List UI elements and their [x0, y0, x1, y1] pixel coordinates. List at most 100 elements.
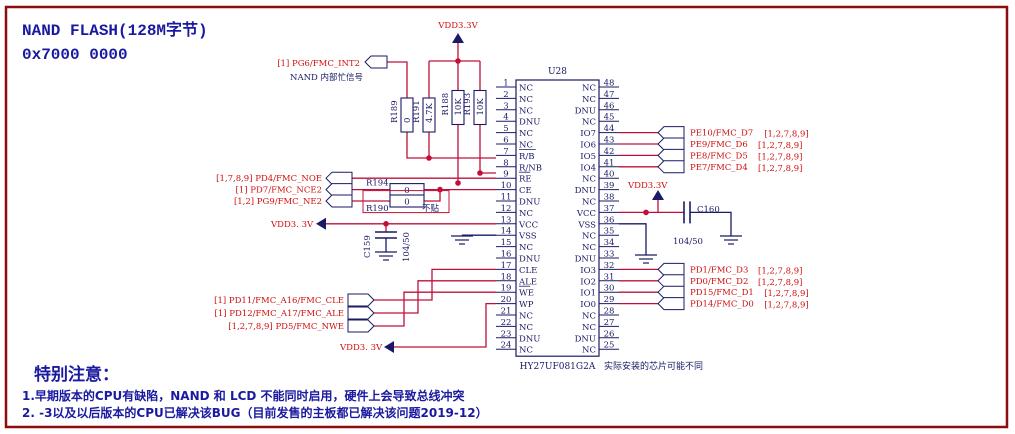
pin-number: 31: [604, 272, 615, 282]
chip-note: 实际安装的芯片可能不同: [604, 360, 703, 372]
left-signal-label: [1] PD12/FMC_A17/FMC_ALE: [215, 309, 344, 319]
pin-name: NC: [519, 106, 533, 116]
pin-number: 3: [503, 101, 508, 111]
port-pd12: [347, 306, 375, 320]
pin-number: 48: [604, 79, 615, 89]
pin-name: NC: [582, 118, 596, 128]
sheet-border: [4, 5, 1009, 429]
pin-name: IO6: [580, 141, 596, 151]
junction-dot: [477, 170, 483, 176]
pin-name: NC: [582, 312, 596, 322]
right-signal-ref: [1,2,7,8,9]: [758, 141, 802, 151]
chip-part: HY27UF081G2A: [520, 362, 596, 372]
pin-number: 12: [501, 204, 512, 214]
pin-name: NC: [582, 95, 596, 105]
pin-number: 19: [501, 284, 512, 294]
right-signal-name: PD1/FMC_D3: [690, 265, 748, 275]
notes-heading: 特别注意：: [34, 365, 119, 385]
left-signal-label: [1,2] PG9/FMC_NE2: [234, 197, 322, 207]
pin-name: NC: [519, 129, 533, 139]
note-line-2: 2. -3以及以后版本的CPU已解决该BUG（目前发售的主板都已解决该问题201…: [22, 406, 488, 420]
resistor-r193: [473, 89, 487, 126]
pin-name: DNU: [519, 118, 540, 128]
right-signal-name: PD0/FMC_D2: [690, 277, 748, 287]
pin-name: VSS: [518, 232, 537, 242]
pin-number: 28: [604, 307, 615, 317]
port-data: [657, 285, 685, 299]
pin-name: VCC: [518, 220, 538, 230]
pin-name: VCC: [576, 209, 596, 219]
pin-name: R/NB: [519, 163, 542, 173]
pin-number: 40: [604, 170, 615, 180]
pin-name: IO5: [580, 152, 596, 162]
pin-name: IO3: [580, 266, 596, 276]
junction-dot: [643, 209, 649, 216]
pin-name: DNU: [575, 186, 596, 196]
left-signal-label: [1] PD11/FMC_A16/FMC_CLE: [214, 296, 344, 306]
pin-number: 26: [604, 329, 615, 339]
pin-name: NC: [519, 141, 533, 151]
pin-name: R/B: [519, 152, 535, 162]
left-signal-label: [1,2,7,8,9] PD5/FMC_NWE: [228, 322, 344, 332]
junction-dot: [437, 186, 443, 193]
pin-name: NC: [582, 323, 596, 333]
vdd-arrow-left: [316, 217, 326, 230]
resistor-r190: [389, 194, 425, 208]
pin-number: 10: [501, 181, 512, 191]
base-address: 0x7000 0000: [22, 46, 128, 64]
pin-name: DNU: [575, 106, 596, 116]
pin-name: DNU: [519, 334, 540, 344]
right-signal-name: PE7/FMC_D4: [690, 163, 748, 173]
pin-number: 6: [503, 136, 508, 146]
resistor-value: 0: [403, 118, 413, 123]
no-fit-label: 不贴: [422, 203, 440, 214]
junction-dot: [426, 155, 432, 161]
pin-name: VSS: [577, 220, 596, 230]
right-signal-ref: [1,2,7,8,9]: [758, 152, 802, 162]
pin-number: 21: [501, 307, 512, 317]
port-data: [657, 274, 685, 288]
pin-number: 11: [501, 193, 512, 203]
pin-name: WP: [519, 300, 534, 310]
port-pd7: [325, 183, 353, 197]
port-pd5: [347, 319, 375, 333]
pin-name: DNU: [519, 198, 540, 208]
pin-number: 29: [604, 295, 615, 305]
wire-ctrl: [374, 291, 496, 327]
right-signal-ref: [1,2,7,8,9]: [758, 266, 802, 276]
pin-number: 15: [501, 238, 512, 248]
pin-number: 34: [604, 238, 615, 248]
vdd-arrow-right: [652, 190, 664, 200]
resistor-value: 0: [404, 198, 409, 208]
pin-name: DNU: [519, 255, 540, 265]
vdd-label-top: VDD3.3V: [437, 21, 478, 31]
pin-name: CLE: [519, 266, 537, 276]
busy-signal-port: [364, 55, 388, 69]
chip-body: [515, 79, 600, 357]
pin-number: 9: [503, 170, 508, 180]
pin-name: IO0: [580, 300, 596, 310]
pin-number: 45: [604, 113, 615, 123]
pin-name: IO1: [580, 289, 596, 299]
port-data: [657, 137, 685, 151]
pin-number: 17: [501, 261, 512, 271]
pin-number: 20: [501, 295, 512, 305]
resistor-ref: R188: [441, 93, 451, 116]
wire-ne2-out: [424, 189, 441, 202]
pin-name: NC: [519, 323, 533, 333]
pin-number: 44: [604, 124, 615, 134]
pin-number: 25: [604, 341, 615, 351]
pin-number: 13: [501, 215, 512, 225]
pin-name: DNU: [575, 255, 596, 265]
port-data: [657, 160, 685, 174]
pin-number: 5: [503, 124, 508, 134]
right-signal-ref: [1,2,7,8,9]: [764, 130, 808, 140]
port-pg9: [325, 194, 353, 208]
pin-name: NC: [582, 84, 596, 94]
pin-number: 30: [604, 284, 615, 294]
pin-number: 22: [501, 318, 512, 328]
pin-name: WE: [519, 289, 534, 299]
